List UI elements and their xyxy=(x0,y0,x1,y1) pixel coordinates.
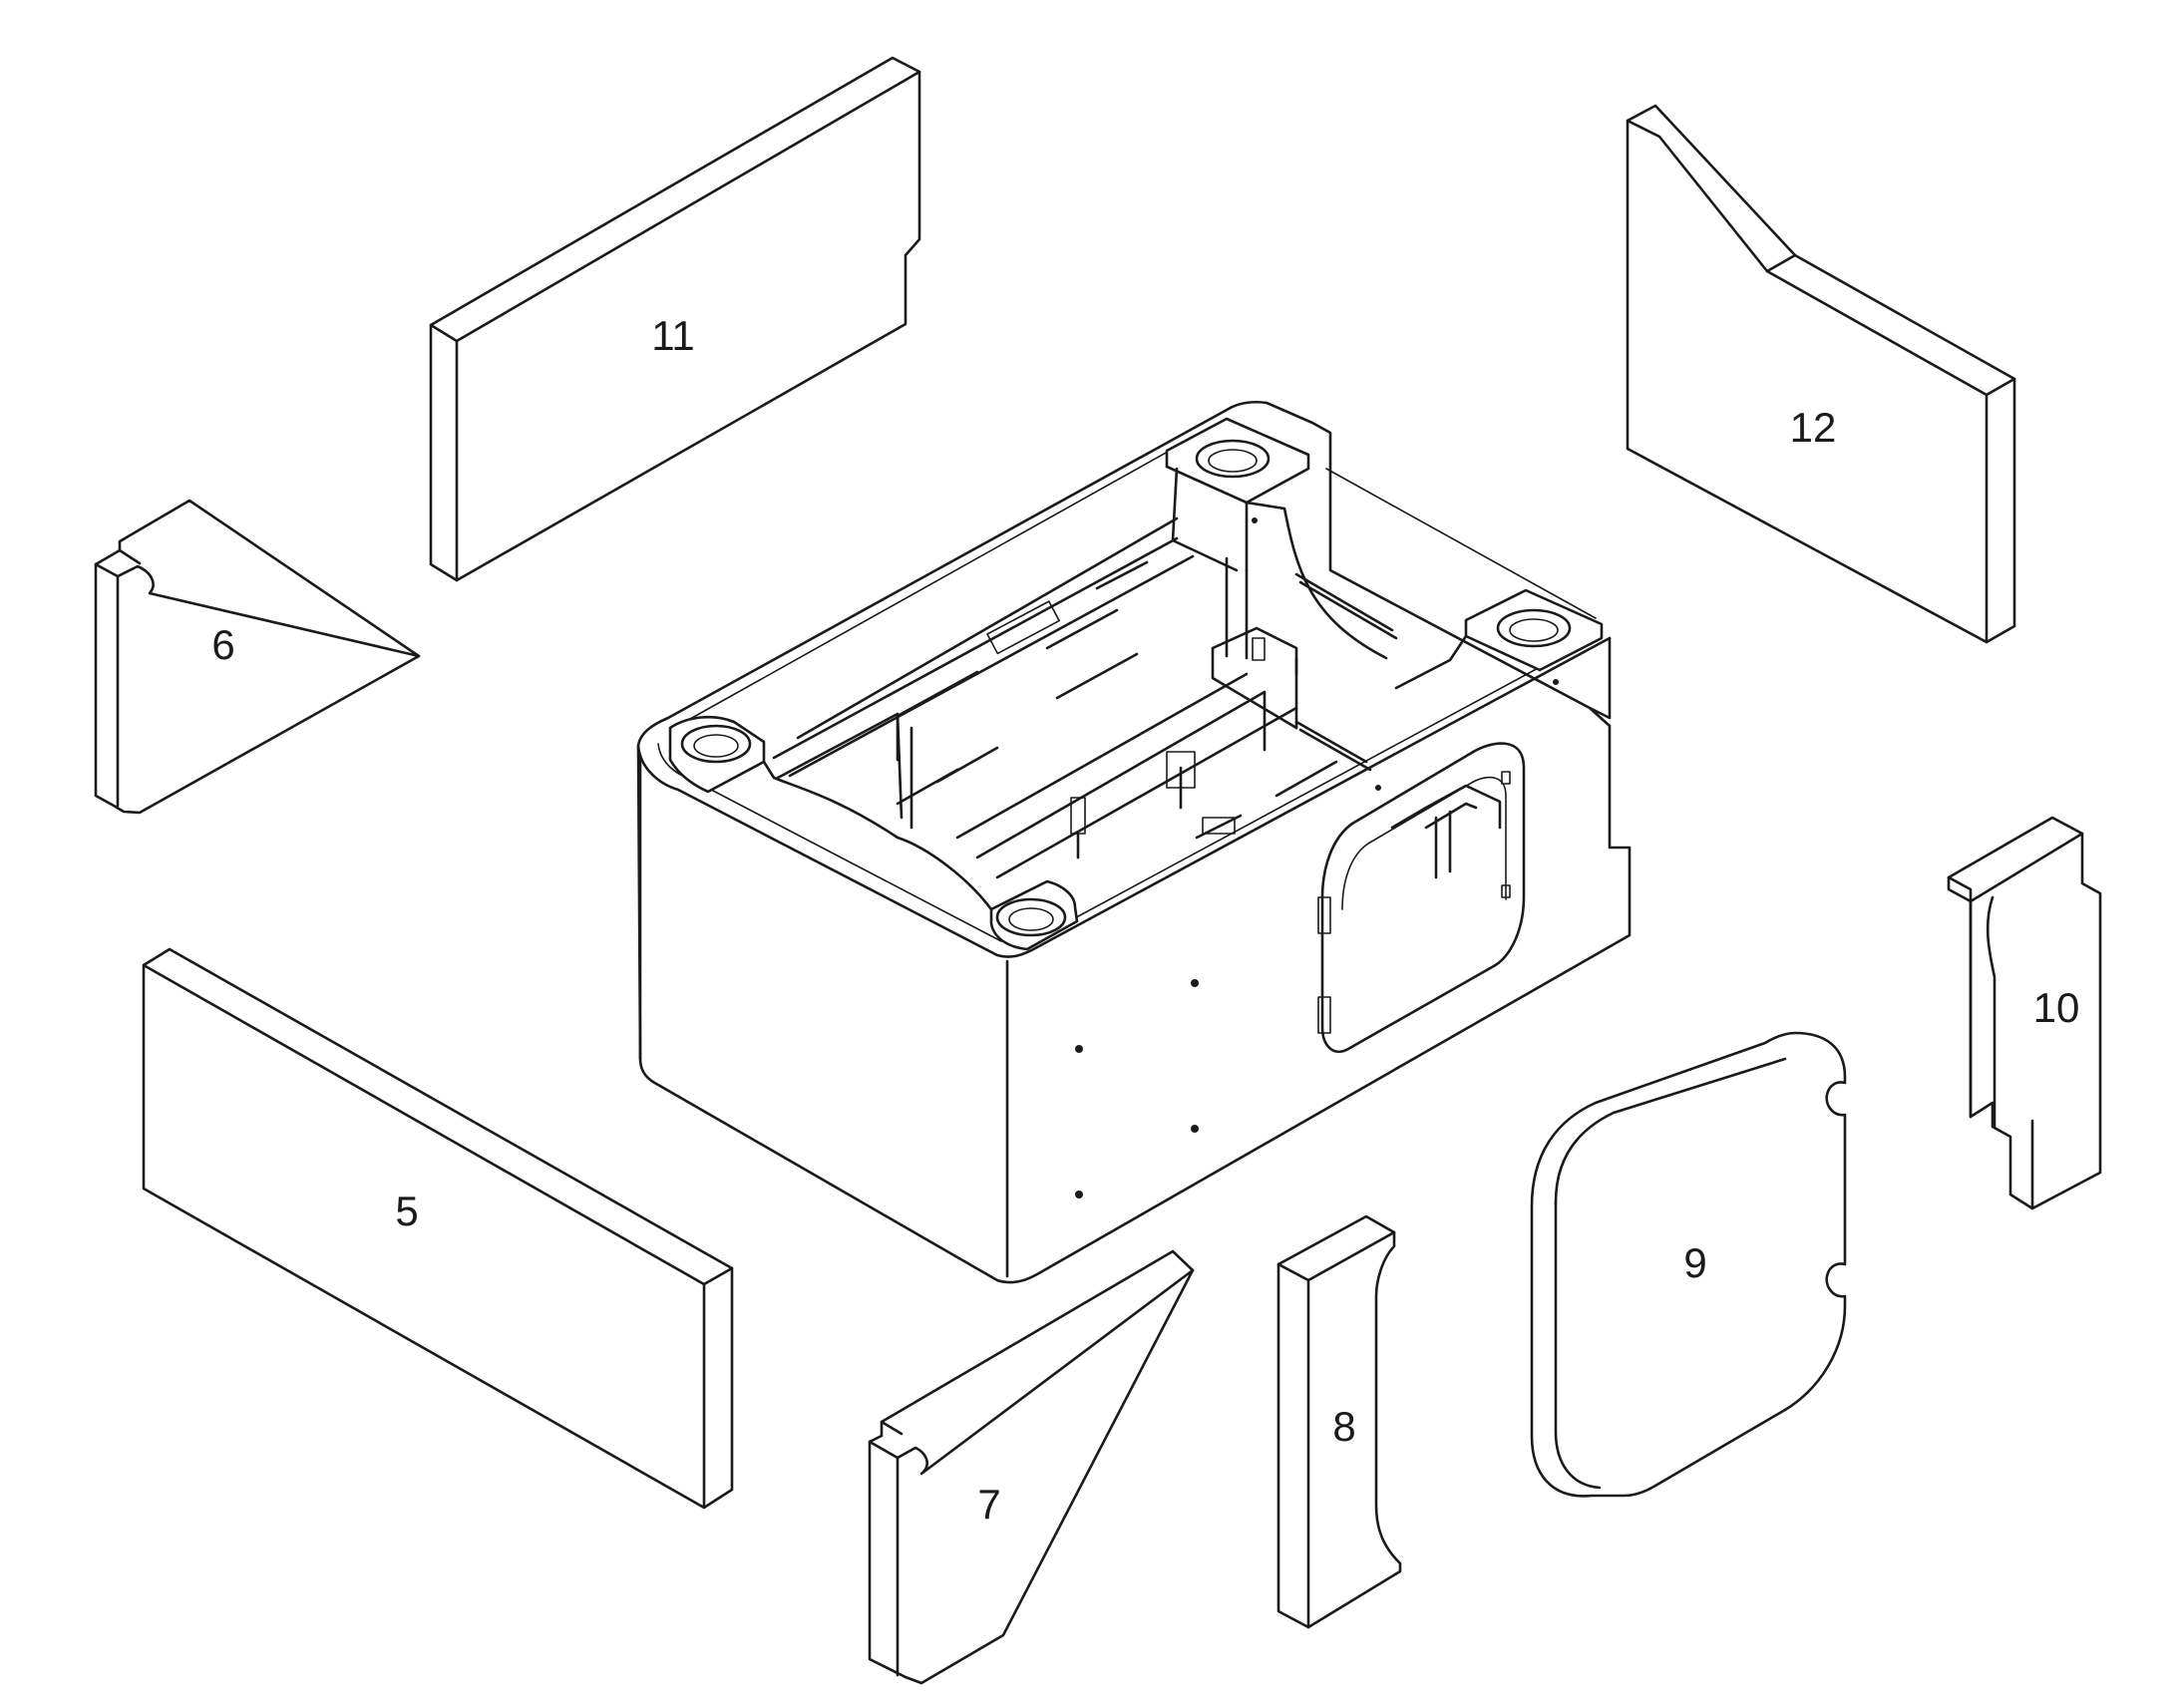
corner-pad-front xyxy=(896,836,1079,951)
panel-6: 6 xyxy=(94,499,421,815)
panel-10: 10 xyxy=(1947,816,2102,1210)
callout-11: 11 xyxy=(651,312,695,359)
callout-9: 9 xyxy=(1683,1239,1706,1286)
callout-8: 8 xyxy=(1332,1403,1355,1450)
callout-10: 10 xyxy=(2033,984,2080,1031)
panel-9: 9 xyxy=(1530,1031,1847,1498)
corner-pad-left xyxy=(668,715,900,840)
callout-5: 5 xyxy=(395,1188,418,1234)
callout-7: 7 xyxy=(977,1481,1000,1528)
panel-7: 7 xyxy=(868,1249,1195,1685)
panel-8: 8 xyxy=(1276,1214,1402,1629)
corner-pad-right xyxy=(1394,588,1604,690)
callout-12: 12 xyxy=(1790,404,1837,451)
callout-6: 6 xyxy=(211,621,234,668)
side-window-opening xyxy=(1317,742,1526,1054)
panel-5: 5 xyxy=(142,947,734,1510)
panel-11: 11 xyxy=(429,56,921,582)
panel-12: 12 xyxy=(1626,104,2016,644)
main-frame xyxy=(636,400,1632,1284)
